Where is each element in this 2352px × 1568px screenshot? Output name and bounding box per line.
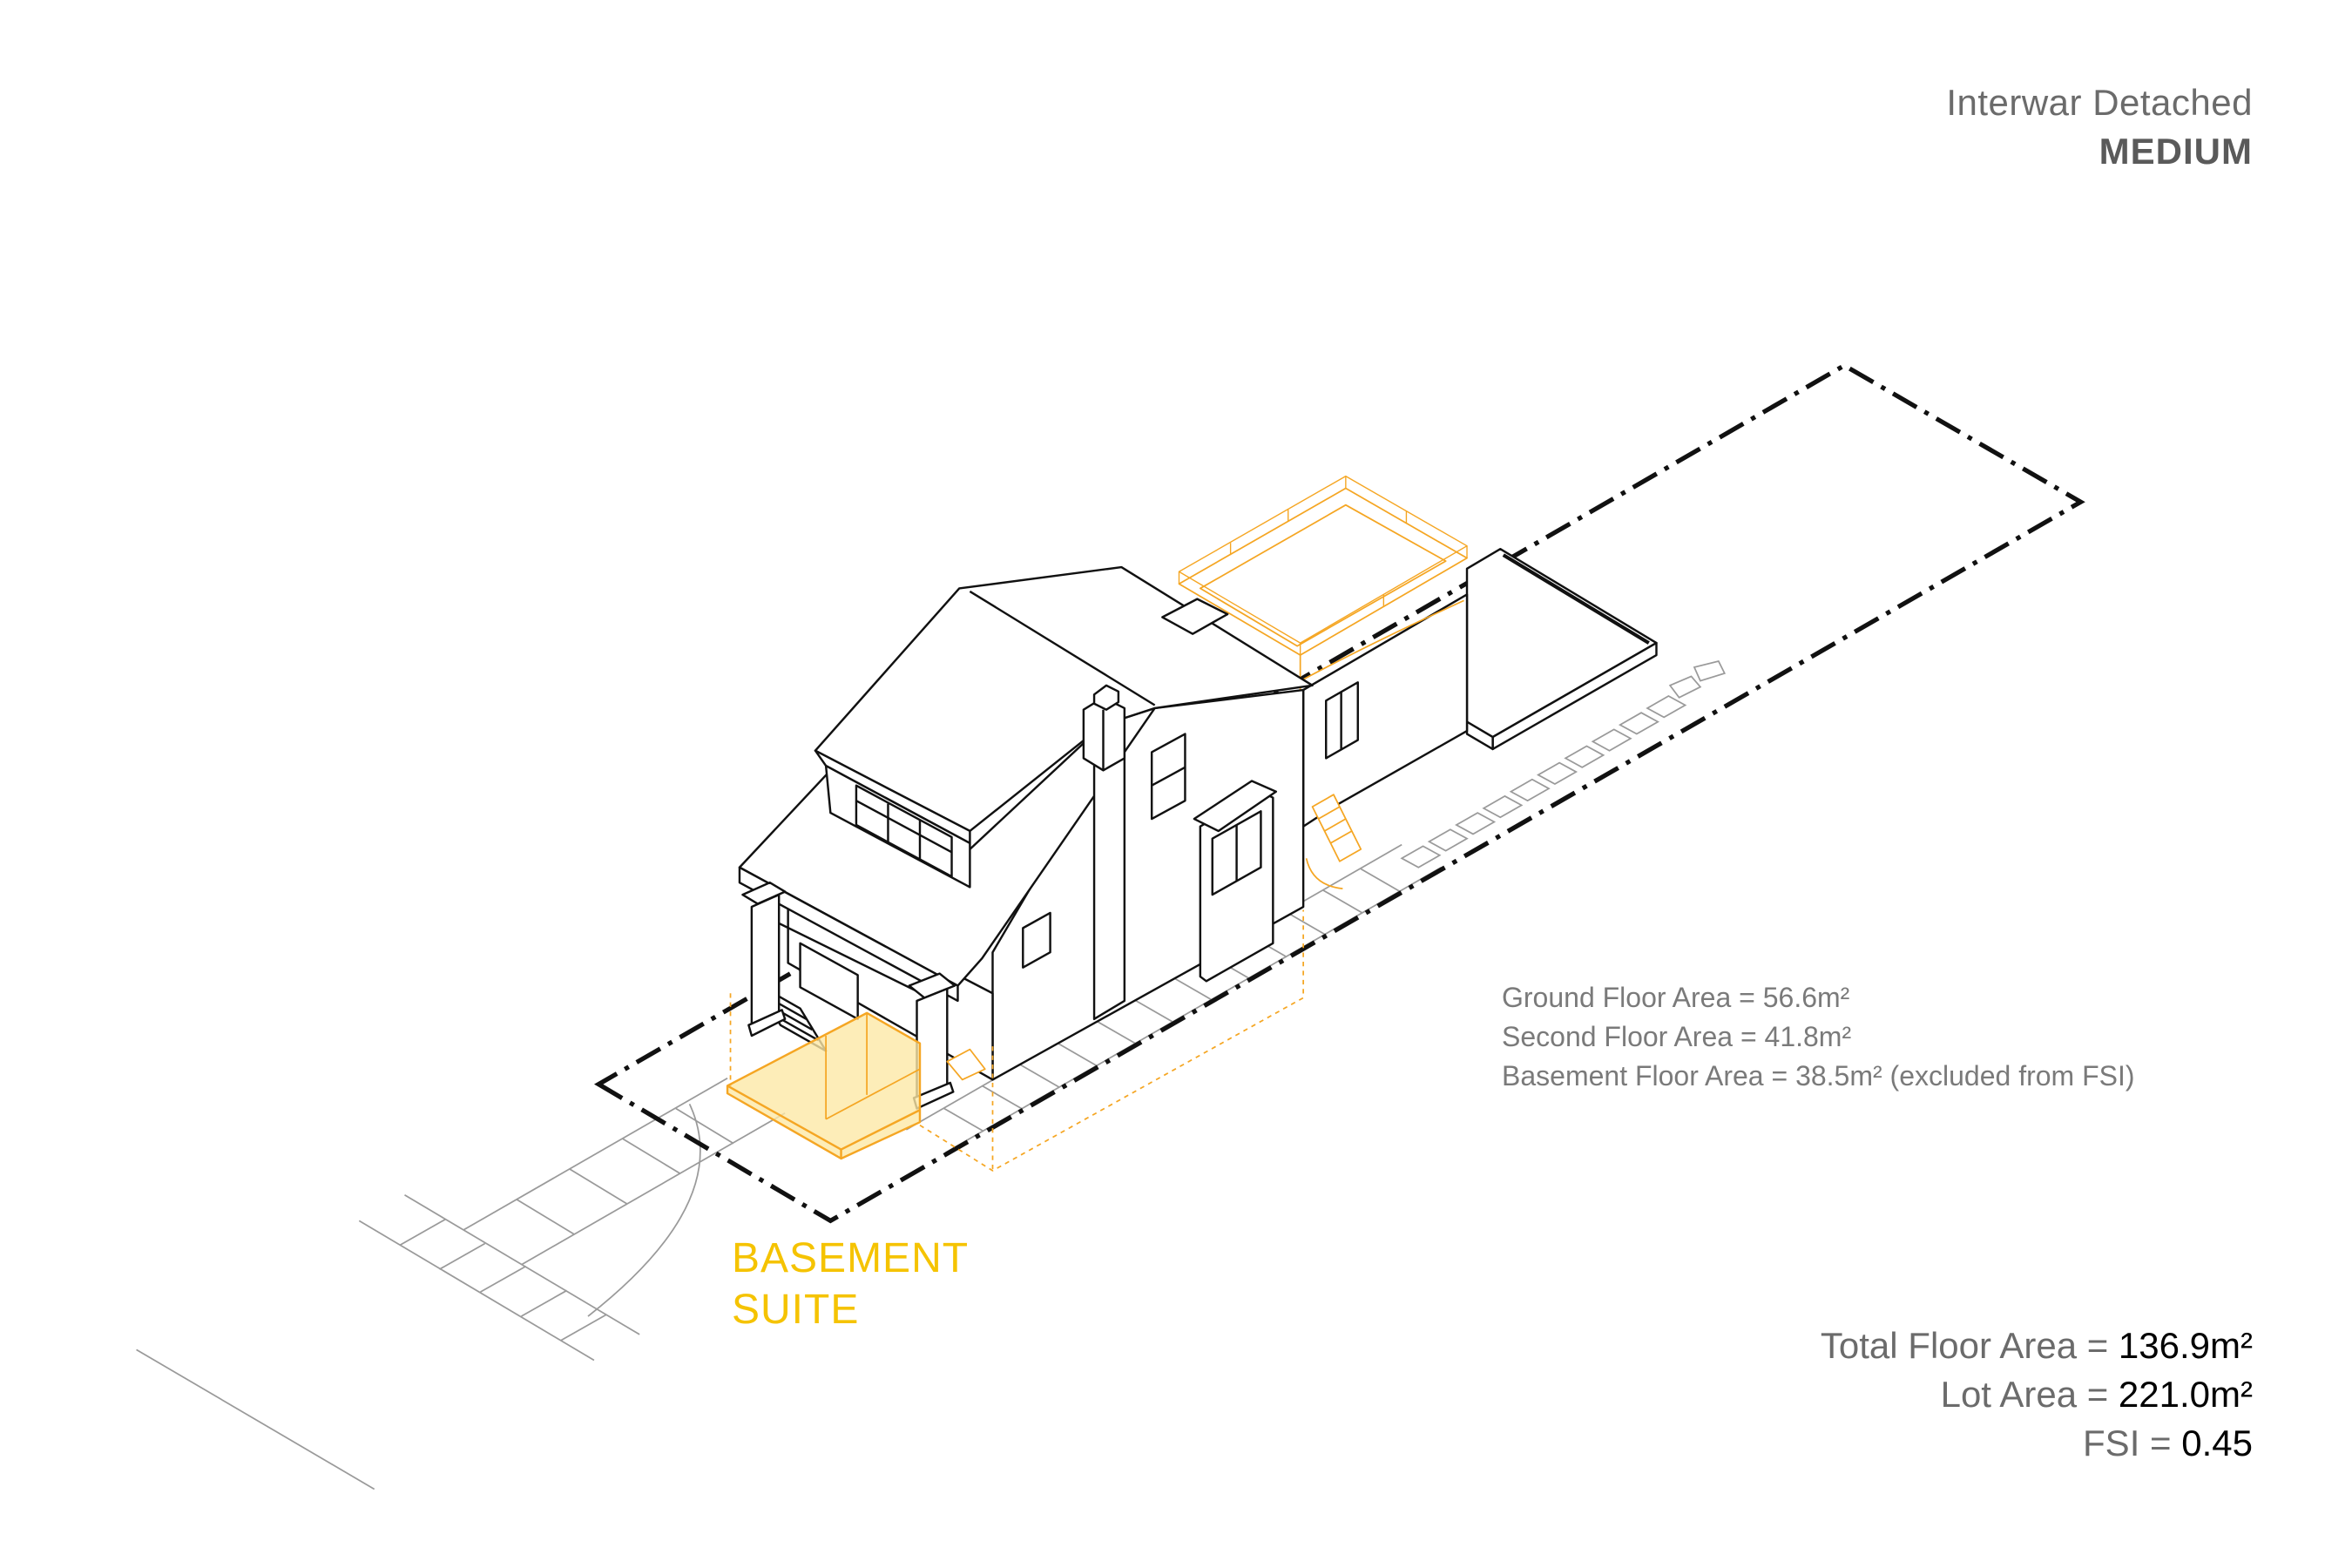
walkway-joint [516, 1199, 575, 1235]
walkway-joint [622, 1138, 681, 1175]
roof-fascia [738, 866, 959, 1003]
paver-joint [1057, 1042, 1098, 1067]
paver-joint [981, 1085, 1022, 1110]
rear-stair-curve [1305, 858, 1343, 889]
stepping-stone [1400, 845, 1442, 868]
floor-area-list: Ground Floor Area = 56.6m² Second Floor … [1502, 978, 2135, 1096]
lot-area-row: Lot Area = 221.0m² [1821, 1370, 2253, 1419]
bay-window-roof [1193, 780, 1278, 833]
basement-footprint-outline [919, 909, 1305, 1172]
rear-addition [1178, 475, 1469, 889]
walkway-joint [569, 1168, 628, 1205]
dormer-window-transom [855, 800, 953, 854]
porch-column-right [916, 987, 949, 1103]
rear-wall-curve [1302, 599, 1464, 680]
stepping-stone [1509, 778, 1551, 802]
sidewalk-joint [560, 1314, 607, 1342]
basement-suite-label: BASEMENT SUITE [732, 1233, 969, 1335]
walkway-edge [521, 1112, 786, 1266]
side-window-rail [1151, 766, 1186, 787]
curb-line [358, 1220, 595, 1362]
paver-joint [1132, 998, 1173, 1024]
stepping-stone [1668, 675, 1702, 699]
totals-summary: Total Floor Area = 136.9m² Lot Area = 22… [1821, 1321, 2253, 1468]
garage [1465, 547, 1658, 751]
side-window-small [1022, 911, 1051, 969]
chimney-cap [1092, 684, 1120, 711]
street-line [136, 1348, 375, 1490]
stepping-stone [1482, 794, 1524, 819]
lot-area-value: 221.0m² [2118, 1374, 2253, 1415]
chimney-breast [1092, 745, 1126, 1021]
sidewalk-joint [480, 1265, 527, 1293]
rear-stair-step [1318, 806, 1341, 820]
paver-joint [1322, 889, 1363, 914]
callout-line-2: SUITE [732, 1287, 860, 1333]
stepping-stone [1537, 761, 1578, 785]
callout-line-1: BASEMENT [732, 1235, 970, 1281]
fsi-label: FSI = [2083, 1423, 2172, 1463]
porch-column-left-base [747, 1009, 787, 1037]
house [738, 565, 1314, 1110]
well-floor-line [825, 1068, 921, 1120]
street-context [136, 1077, 786, 1490]
paver-joint [943, 1107, 984, 1132]
roof-deck-inner [1199, 504, 1447, 647]
building-type: Interwar Detached [1946, 82, 2253, 123]
stepping-stone [1693, 659, 1727, 682]
stepping-stone [1427, 828, 1469, 852]
lot-area-label: Lot Area = [1940, 1374, 2109, 1415]
sidewalk-joint [399, 1218, 446, 1246]
rear-stair-step [1324, 818, 1347, 832]
walkway-edge [463, 1077, 728, 1231]
stepping-stone [1646, 695, 1687, 719]
garden-edge-curve [587, 1103, 701, 1317]
porch-column-left-cap [741, 881, 787, 905]
basement-floor-area: Basement Floor Area = 38.5m² (excluded f… [1502, 1060, 2135, 1092]
paver-joint [1171, 976, 1212, 1000]
ground-floor-area: Ground Floor Area = 56.6m² [1502, 982, 1850, 1013]
stepping-stone [1591, 728, 1632, 752]
total-floor-area-label: Total Floor Area = [1820, 1325, 2109, 1366]
roof-hatch [1161, 598, 1229, 635]
paver-joint [1360, 868, 1401, 893]
well-rim [840, 1109, 921, 1151]
drawing-header: Interwar Detached MEDIUM [1946, 78, 2253, 176]
total-floor-area-row: Total Floor Area = 136.9m² [1821, 1321, 2253, 1370]
fsi-row: FSI = 0.45 [1821, 1419, 2253, 1468]
second-floor-area: Second Floor Area = 41.8m² [1502, 1021, 1852, 1052]
sidewalk-joint [439, 1242, 486, 1270]
porch-column-left [750, 893, 781, 1030]
paver-joint [1095, 1019, 1136, 1044]
lot-boundary [593, 362, 2085, 1224]
stepping-stone [1618, 712, 1660, 735]
paver-joint [1019, 1064, 1060, 1088]
porch-column-right-cap [908, 972, 956, 999]
paver-joint [1284, 910, 1325, 936]
basement-step [946, 1048, 986, 1081]
basement-suite [726, 909, 1305, 1172]
dormer-window [855, 784, 953, 878]
basement-well [726, 1011, 922, 1160]
garage-roof-edge [1502, 553, 1650, 645]
stepping-stone [1564, 745, 1605, 768]
stepping-stone [1455, 812, 1497, 835]
rear-basement-stairs [1311, 794, 1362, 862]
rear-stair-step [1330, 830, 1353, 844]
fsi-value: 0.45 [2181, 1423, 2253, 1463]
walkway-joint [675, 1107, 734, 1145]
total-floor-area-value: 136.9m² [2118, 1325, 2253, 1366]
density-category: MEDIUM [2099, 131, 2253, 172]
sidewalk-joint [521, 1289, 568, 1317]
well-rim [727, 1085, 842, 1151]
roof-ridge [969, 590, 1156, 706]
stepping-stones [1400, 659, 1727, 868]
